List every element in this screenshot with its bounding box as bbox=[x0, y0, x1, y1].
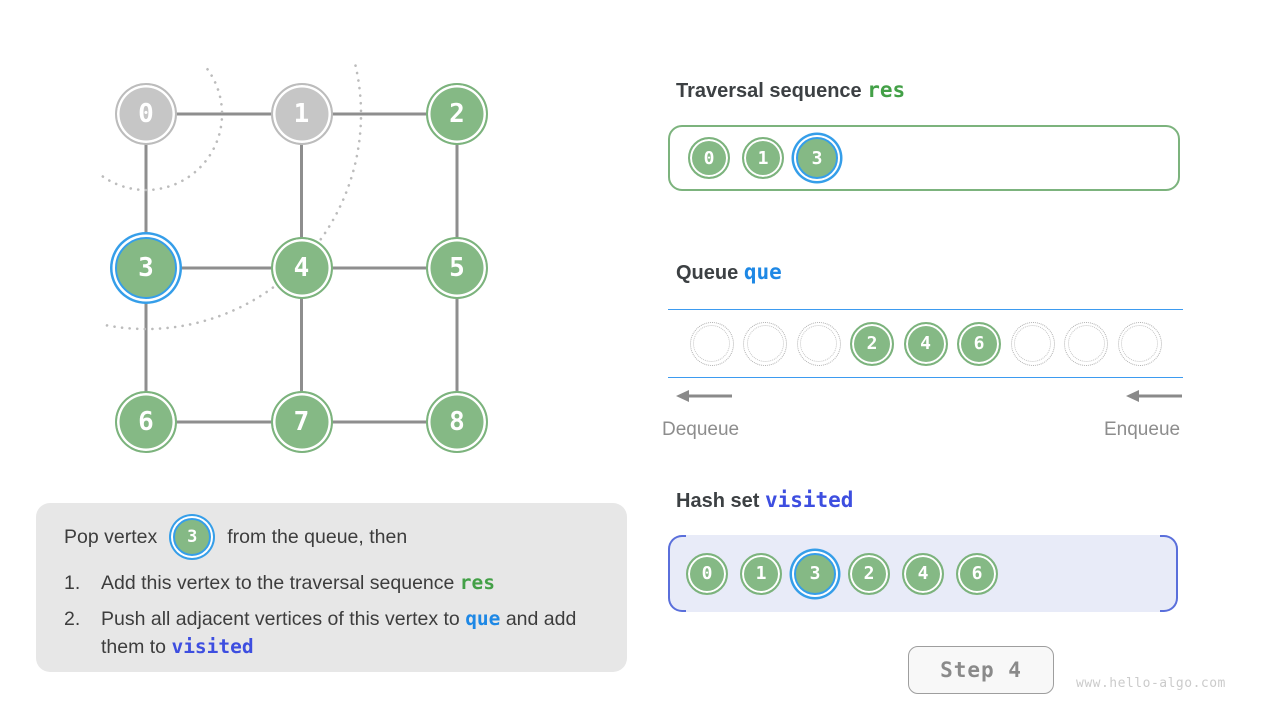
hashset-item-circle: 0 bbox=[686, 552, 728, 595]
explanation-item-number: 1. bbox=[64, 572, 81, 594]
hashset-heading: Hash set visited bbox=[676, 486, 853, 515]
graph-node-4: 4 bbox=[270, 237, 333, 299]
hashset-item-circle: 4 bbox=[902, 552, 944, 595]
graph-node-0: 0 bbox=[115, 83, 177, 145]
queue-empty-slot bbox=[1117, 321, 1162, 366]
queue-empty-slot bbox=[1010, 321, 1055, 366]
queue-item-circle: 2 bbox=[850, 321, 894, 366]
graph-node-5: 5 bbox=[426, 237, 488, 299]
graph-node-7: 7 bbox=[270, 391, 333, 453]
queue-item-circle: 6 bbox=[957, 321, 1001, 366]
explanation-text-run: and add them to bbox=[101, 608, 577, 658]
sequence-item-circle: 3 bbox=[796, 137, 838, 179]
enqueue-label: Enqueue bbox=[1104, 419, 1181, 440]
queue-empty-slot bbox=[796, 321, 841, 366]
traversal-heading: Traversal sequence res bbox=[676, 76, 905, 105]
watermark: www.hello-algo.com bbox=[1076, 676, 1226, 691]
graph-node-8: 8 bbox=[426, 391, 488, 453]
explanation-item: 2. Push all adjacent vertices of this ver… bbox=[64, 605, 601, 661]
graph-node-3: 3 bbox=[115, 237, 177, 299]
explanation-intro-after: from the queue, then bbox=[227, 525, 408, 548]
que-code-label: que bbox=[743, 260, 782, 284]
explanation-item-text: Add this vertex to the traversal sequenc… bbox=[101, 569, 601, 597]
explanation-intro-before: Pop vertex bbox=[64, 525, 158, 548]
queue-heading-label: Queue bbox=[676, 262, 739, 284]
hashset-item-circle: 1 bbox=[740, 552, 782, 595]
graph-node-1: 1 bbox=[270, 83, 333, 145]
sequence-item-circle: 1 bbox=[742, 137, 784, 179]
explanation-code-run: que bbox=[465, 607, 501, 630]
explanation-code-run: res bbox=[459, 571, 496, 594]
graph-node-2: 2 bbox=[426, 83, 488, 145]
explanation-item-text: Push all adjacent vertices of this verte… bbox=[101, 605, 601, 661]
explanation-text-run: Add this vertex to the traversal sequenc… bbox=[101, 572, 460, 594]
bfs-level-arc bbox=[99, 68, 224, 192]
res-code-label: res bbox=[867, 78, 906, 102]
graph-node-6: 6 bbox=[115, 391, 177, 453]
queue-heading: Queue que bbox=[676, 258, 782, 287]
explanation-box: Pop vertex 3 from the queue, then 1. Add … bbox=[36, 503, 627, 672]
visited-code-label: visited bbox=[764, 488, 854, 512]
queue-empty-slot bbox=[1064, 321, 1108, 366]
queue-empty-slot bbox=[743, 321, 787, 366]
inline-vertex-circle: 3 bbox=[173, 518, 212, 556]
hashset-heading-label: Hash set bbox=[676, 490, 760, 512]
left-arrow-icon bbox=[676, 390, 732, 402]
hashset-item-circle: 6 bbox=[956, 552, 998, 595]
explanation-text-run: Push all adjacent vertices of this verte… bbox=[101, 608, 466, 630]
sequence-item-circle: 0 bbox=[688, 137, 730, 179]
explanation-code-run: visited bbox=[171, 635, 254, 658]
queue-item-circle: 4 bbox=[903, 321, 948, 366]
explanation-item: 1. Add this vertex to the traversal seque… bbox=[64, 569, 601, 597]
step-button[interactable]: Step 4 bbox=[908, 646, 1054, 694]
left-arrow-icon bbox=[1126, 390, 1182, 402]
queue-empty-slot bbox=[689, 321, 734, 366]
hashset-item-circle: 2 bbox=[848, 552, 890, 595]
traversal-heading-label: Traversal sequence bbox=[676, 80, 862, 102]
explanation-item-number: 2. bbox=[64, 608, 81, 630]
hashset-item-circle: 3 bbox=[794, 552, 836, 595]
dequeue-label: Dequeue bbox=[662, 419, 740, 440]
explanation-intro: Pop vertex 3 from the queue, then bbox=[64, 518, 601, 556]
explanation-list: 1. Add this vertex to the traversal seque… bbox=[64, 569, 601, 661]
